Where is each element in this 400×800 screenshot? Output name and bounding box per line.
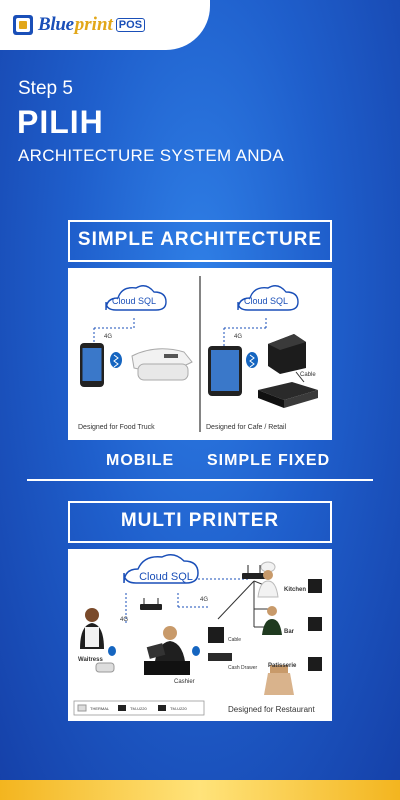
bluetooth-icon <box>246 352 258 368</box>
page-subtitle: ARCHITECTURE SYSTEM ANDA <box>18 146 285 165</box>
bluetooth-icon <box>110 352 122 368</box>
svg-text:Kitchen: Kitchen <box>284 587 306 593</box>
receipt-printer-icon <box>268 334 306 374</box>
svg-text:Cashier: Cashier <box>174 679 195 685</box>
simple-architecture-title: SIMPLE ARCHITECTURE <box>68 220 332 262</box>
svg-text:Cable: Cable <box>300 372 316 378</box>
cloud-icon <box>123 554 199 584</box>
svg-text:4G: 4G <box>200 597 208 603</box>
simple-architecture-diagram: Cloud SQL 4G Designed for Food Truck Clo… <box>78 276 318 432</box>
footer-bar <box>0 780 400 800</box>
bartender-figure-icon <box>262 606 282 635</box>
svg-text:4G: 4G <box>234 334 242 340</box>
brand-name-part2: print <box>74 14 113 35</box>
chef-figure-icon <box>257 561 279 598</box>
svg-text:Patisserie: Patisserie <box>268 663 297 669</box>
bluetooth-icon <box>108 646 116 656</box>
section-divider <box>27 479 373 481</box>
svg-text:TM-U220: TM-U220 <box>170 706 187 711</box>
simple-architecture-panel: Cloud SQL 4G Designed for Food Truck Clo… <box>68 268 332 440</box>
receipt-printer-icon <box>208 627 224 643</box>
brand-name-part1: Blue <box>38 14 74 35</box>
food-truck-caption: Designed for Food Truck <box>78 424 155 431</box>
svg-text:4G: 4G <box>104 334 112 340</box>
multi-printer-title: MULTI PRINTER <box>68 501 332 543</box>
multi-printer-panel: Cloud SQL 4G 4G Waitress <box>68 549 332 721</box>
simple-fixed-label: SIMPLE FIXED <box>207 452 331 469</box>
svg-text:Bar: Bar <box>284 629 295 635</box>
bluetooth-icon <box>192 646 200 656</box>
logo-icon <box>13 15 33 35</box>
waitress-figure-icon <box>80 608 104 649</box>
multi-printer-diagram: Cloud SQL 4G 4G Waitress <box>73 554 322 716</box>
cash-drawer-icon <box>144 661 190 675</box>
cloud-icon <box>105 285 167 311</box>
receipt-printer-icon <box>308 579 322 593</box>
mobile-printer-icon <box>131 348 193 381</box>
pastry-icon <box>264 665 294 695</box>
svg-text:TM-U220: TM-U220 <box>130 706 147 711</box>
cafe-retail-caption: Designed for Cafe / Retail <box>206 424 287 431</box>
step-label: Step 5 <box>18 78 73 99</box>
legend-box <box>73 700 205 716</box>
router-icon <box>242 565 266 579</box>
restaurant-caption: Designed for Restaurant <box>228 705 315 714</box>
cloud-label-left: Cloud SQL <box>112 296 156 306</box>
page-title: PILIH <box>17 104 104 140</box>
receipt-printer-icon <box>308 617 322 631</box>
smartphone-icon <box>80 343 104 387</box>
svg-text:Waitress: Waitress <box>78 657 103 663</box>
cloud-icon <box>237 285 299 311</box>
mobile-printer-icon <box>95 662 115 673</box>
svg-text:4G: 4G <box>120 617 128 623</box>
svg-text:Cash Drawer: Cash Drawer <box>228 665 258 671</box>
cash-drawer-icon <box>208 653 232 661</box>
cash-drawer-icon <box>258 382 318 408</box>
brand-suffix: POS <box>115 18 146 32</box>
svg-text:THERMAL: THERMAL <box>90 706 110 711</box>
receipt-printer-icon <box>308 657 322 671</box>
router-icon <box>140 598 162 610</box>
mobile-label: MOBILE <box>106 452 175 469</box>
cloud-label: Cloud SQL <box>139 571 193 583</box>
svg-text:Cable: Cable <box>228 637 241 643</box>
tablet-icon <box>208 346 242 396</box>
cloud-label-right: Cloud SQL <box>244 296 288 306</box>
